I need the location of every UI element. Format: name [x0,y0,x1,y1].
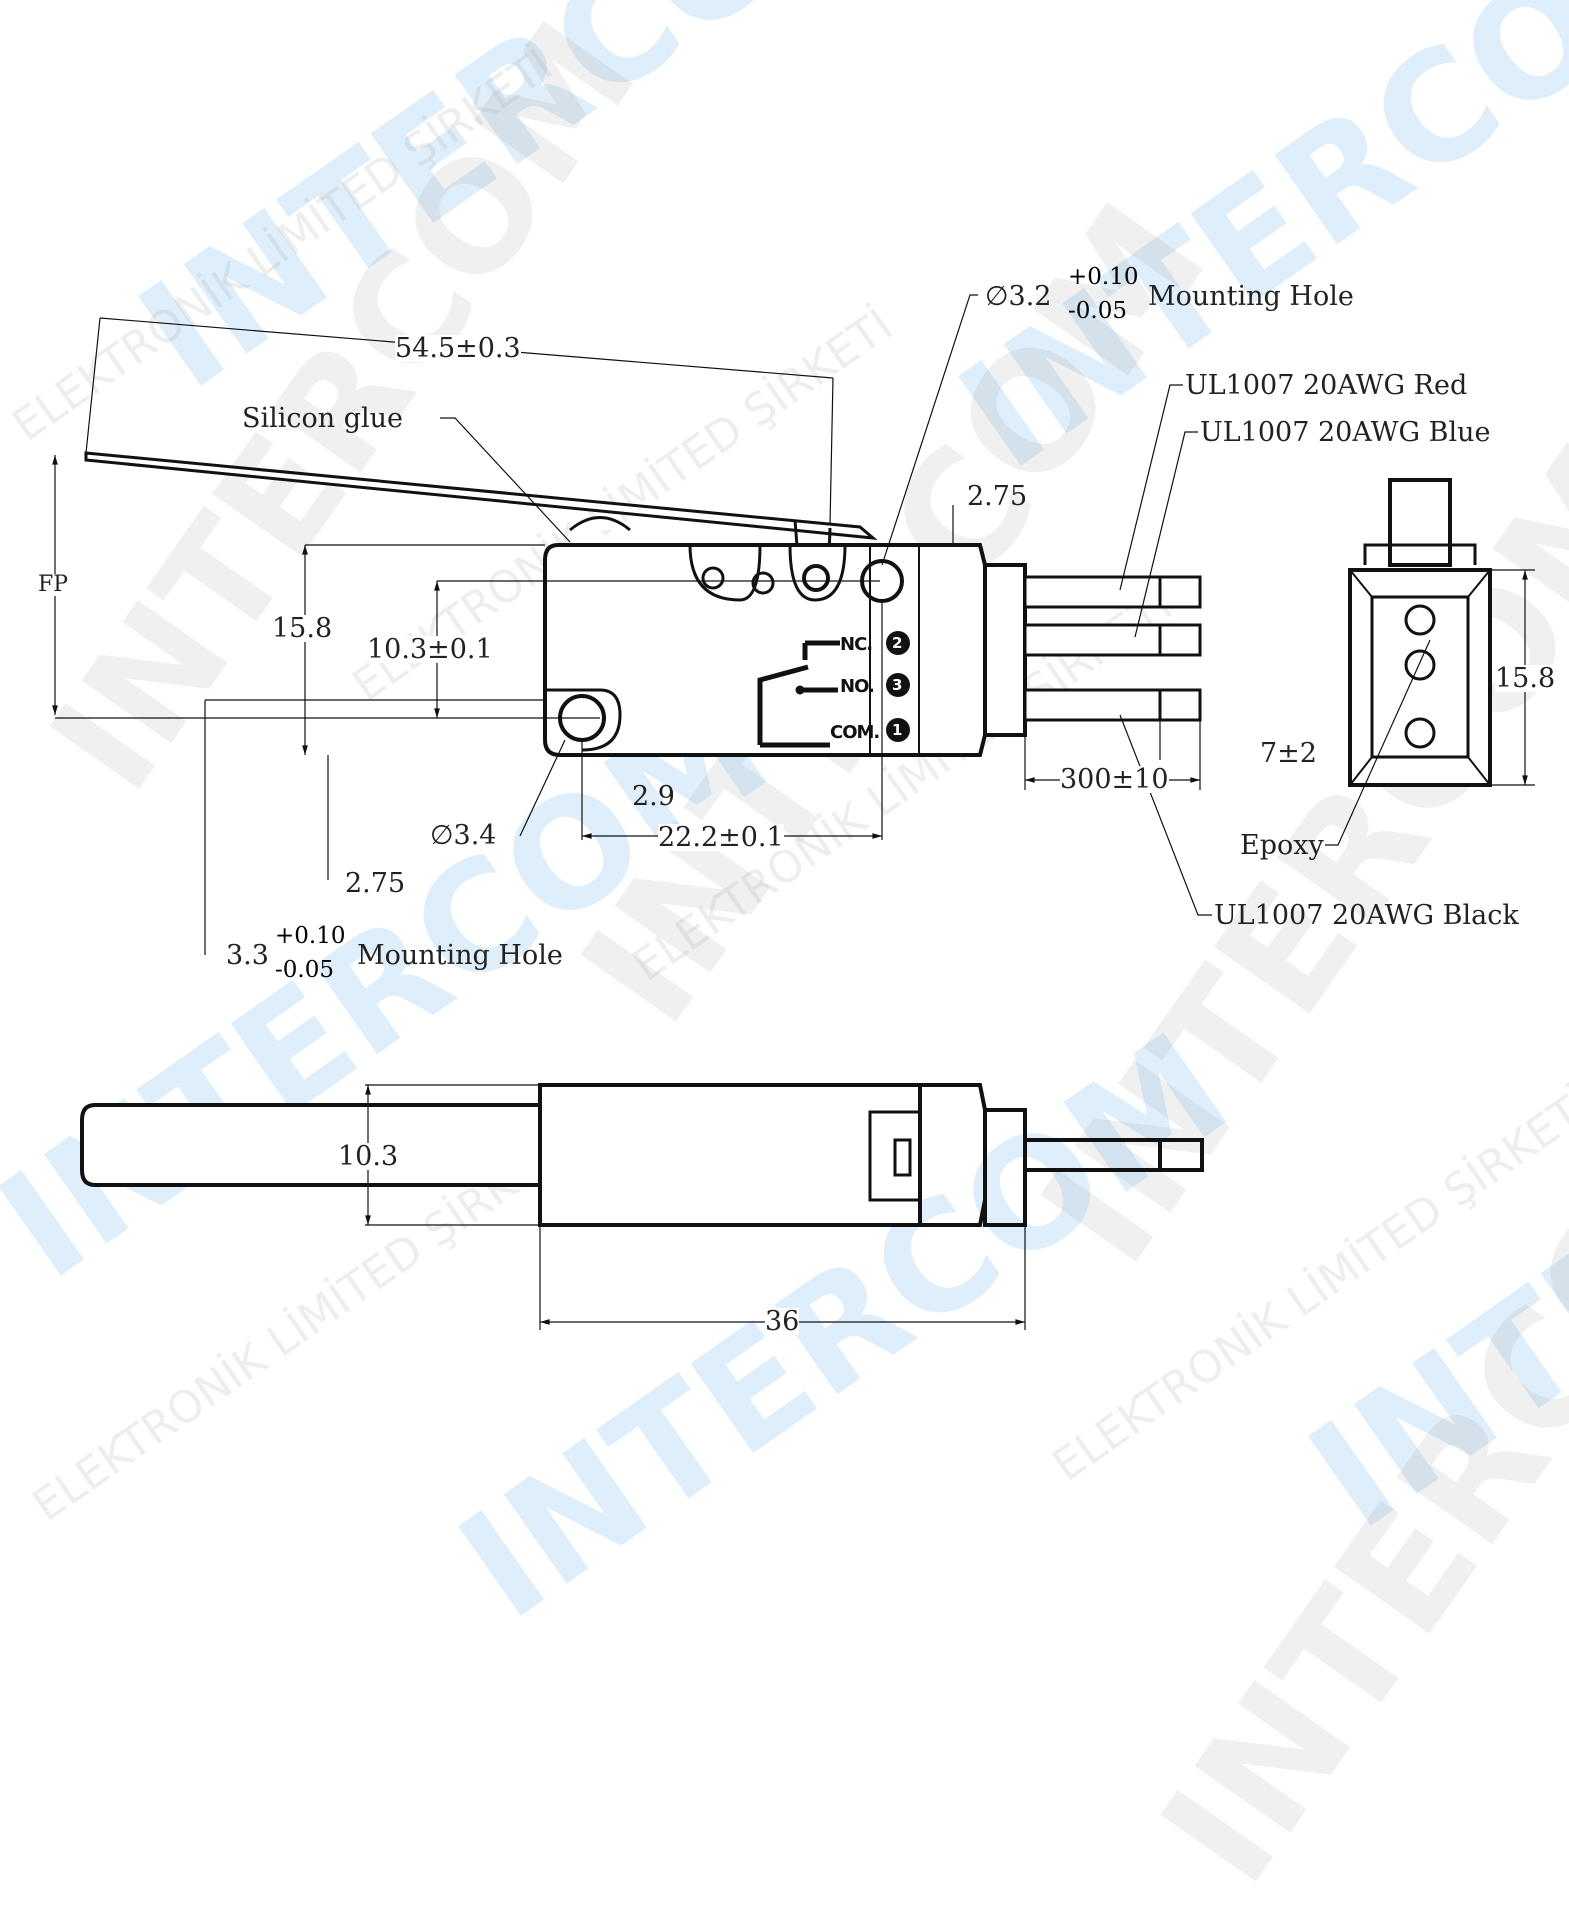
line-drawing [52,294,1535,1330]
tolerance-plus: +0.10 [275,923,346,949]
mounting-hole-left-dia: 3.3 [226,940,269,971]
epoxy-label: Epoxy [1240,830,1324,861]
free-position-label: FP [38,572,69,597]
end-view [1348,478,1492,787]
lever-hole [802,564,830,592]
terminal-nc-label: NC. [840,634,873,655]
actuator-lever [84,451,878,540]
tolerance-minus: -0.05 [1068,298,1127,324]
hole-offset-x-dim: 2.9 [632,781,675,812]
hole-vertical-spacing-dim: 10.3±0.1 [367,634,493,665]
mounting-hole-right-dia: ∅3.2 [985,281,1052,312]
small-hole-dia-dim: ∅3.4 [430,820,497,851]
top-offset-dim: 2.75 [967,481,1028,512]
wire-length-dim: 300±10 [1060,764,1169,795]
wire-red-label: UL1007 20AWG Red [1185,370,1468,401]
bottom-offset-dim: 2.75 [345,868,406,899]
silicon-glue-label: Silicon glue [242,403,404,434]
hole-pitch-dim: 22.2±0.1 [658,822,784,853]
overall-length-dim: 54.5±0.3 [395,333,521,364]
side-view [80,1083,1204,1227]
strip-length-dim: 7±2 [1260,738,1317,769]
wires [1023,575,1202,722]
terminal-no-number: 3 [892,676,902,694]
height-dim: 15.8 [272,613,333,644]
tolerance-plus: +0.10 [1068,264,1139,290]
terminal-nc-number: 2 [892,634,902,652]
terminal-no-label: NO. [840,676,875,697]
body-length-dim: 36 [765,1306,800,1337]
lever-pivot [569,516,631,532]
terminal-com-label: COM. [830,722,880,743]
switch-body-top [543,543,1027,757]
mounting-hole-right-label: Mounting Hole [1148,281,1354,312]
mounting-hole-left-label: Mounting Hole [357,940,563,971]
side-thickness-dim: 10.3 [338,1141,399,1172]
end-view-height-dim: 15.8 [1495,663,1556,694]
wire-black-label: UL1007 20AWG Black [1214,900,1519,931]
terminal-com-number: 1 [892,721,902,739]
tolerance-minus: -0.05 [275,957,334,983]
wire-blue-label: UL1007 20AWG Blue [1200,417,1491,448]
